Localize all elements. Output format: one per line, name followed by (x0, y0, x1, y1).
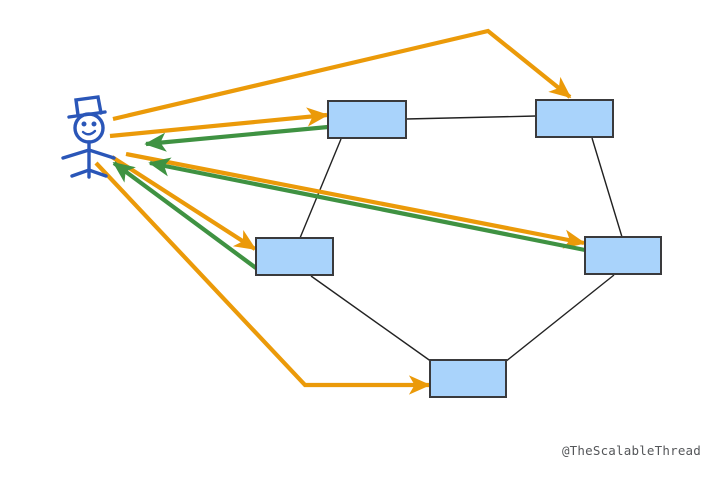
peer-link-n3-n5 (310, 275, 433, 363)
request-arrow-to-n5 (94, 161, 431, 395)
request-arrows (94, 28, 586, 395)
node-box-n4[interactable] (584, 236, 662, 275)
watermark-text: @TheScalableThread (561, 443, 701, 458)
response-arrow-from-n4 (148, 157, 586, 253)
response-arrow-from-n3 (112, 161, 258, 270)
legs (70, 168, 108, 178)
peer-links (299, 115, 623, 363)
arms (61, 148, 116, 160)
request-arrow-to-n2 (112, 28, 572, 122)
node-box-n5[interactable] (429, 359, 507, 398)
head-icon (73, 112, 105, 144)
request-arrow-to-n4 (125, 151, 586, 249)
eye-right-icon (91, 121, 97, 127)
node-box-n2[interactable] (535, 99, 614, 138)
eye-left-icon (81, 121, 87, 127)
smile-icon (81, 129, 97, 136)
response-arrows (112, 124, 586, 270)
node-boxes (255, 99, 662, 398)
response-arrow-from-n1 (144, 124, 329, 152)
peer-link-n1-n3 (299, 138, 342, 239)
peer-link-n2-n4 (591, 137, 623, 238)
peer-link-n1-n2 (405, 115, 537, 120)
client-stick-figure[interactable] (61, 95, 116, 179)
node-box-n3[interactable] (255, 237, 334, 276)
hat-crown-icon (74, 95, 103, 117)
node-box-n1[interactable] (327, 100, 407, 139)
request-arrow-to-n1 (109, 107, 329, 139)
peer-link-n4-n5 (504, 274, 615, 363)
